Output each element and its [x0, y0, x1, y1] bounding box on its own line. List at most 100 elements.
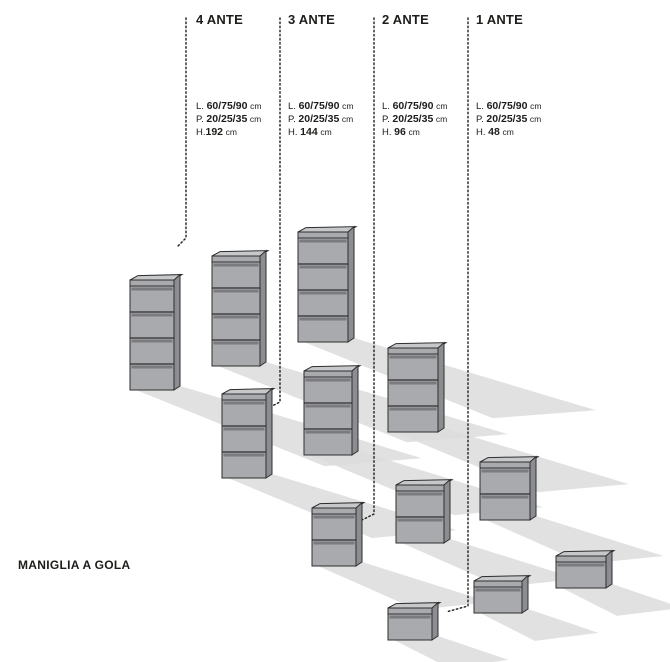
cabinet-1-ante-c-shadow: [562, 584, 670, 616]
cabinet-4-ante-c-shadow: [304, 338, 596, 419]
door-grip-recess: [305, 430, 351, 434]
door-grip-recess: [481, 469, 529, 473]
door-grip-recess: [131, 313, 173, 317]
door-grip-recess: [313, 541, 355, 545]
spec-depth: P. 20/25/35 cm: [196, 113, 262, 125]
door-grip-recess: [305, 378, 351, 382]
cabinet-front: [387, 347, 439, 433]
cabinet-side: [529, 455, 537, 521]
cabinet-3-ante-c: [387, 341, 448, 433]
door-grip-recess: [299, 291, 347, 295]
cabinet-front: [297, 231, 349, 343]
cabinet-side: [173, 273, 181, 391]
spec-1-ante: L. 60/75/90 cm P. 20/25/35 cm H. 48 cm: [476, 100, 541, 139]
door-grip-recess: [313, 515, 355, 519]
cabinet-1-ante-b: [473, 574, 532, 614]
spec-height: H. 144 cm: [288, 126, 332, 138]
cabinet-1-ante-a: [387, 601, 442, 641]
spec-3-ante: L. 60/75/90 cm P. 20/25/35 cm H. 144 cm: [288, 100, 353, 139]
door-grip-recess: [299, 317, 347, 321]
cabinet-top: [473, 575, 532, 582]
column-title-3-ante: 3 ANTE: [288, 12, 335, 27]
door-grip-recess: [397, 492, 443, 496]
door-grip-recess: [223, 427, 265, 431]
spec-width: L. 60/75/90 cm: [196, 100, 262, 112]
cabinet-2-ante-a-shadow: [318, 562, 490, 610]
door-grip-recess: [389, 381, 437, 385]
cabinet-front: [211, 255, 261, 367]
cabinets: [129, 225, 616, 641]
cabinet-2-ante-b-shadow: [402, 539, 578, 587]
cabinet-front: [129, 279, 175, 391]
cabinet-side: [437, 341, 445, 433]
cabinet-side: [347, 225, 355, 343]
cabinet-side: [605, 549, 613, 589]
cabinet-top: [395, 479, 454, 486]
cabinet-side: [259, 249, 267, 367]
door-grip-recess: [131, 339, 173, 343]
cabinet-1-ante-a-shadow: [394, 636, 509, 662]
spec-width: L. 60/75/90 cm: [382, 100, 448, 112]
cabinet-top: [555, 550, 616, 557]
cabinet-side: [443, 478, 451, 544]
leader-4-ante: [177, 17, 187, 247]
cabinet-top: [211, 250, 270, 257]
spec-2-ante: L. 60/75/90 cm P. 20/25/35 cm H. 96 cm: [382, 100, 447, 139]
cabinet-4-ante-b: [211, 249, 270, 367]
door-grip-recess: [481, 495, 529, 499]
cabinet-4-ante-c: [297, 225, 358, 343]
door-grip-recess: [389, 407, 437, 411]
cabinet-front: [221, 393, 267, 479]
cabinet-2-ante-b: [395, 478, 454, 544]
column-title-4-ante: 4 ANTE: [196, 12, 243, 27]
door-grip-recess: [557, 563, 605, 567]
cabinet-2-ante-c-shadow: [486, 516, 664, 564]
cabinet-3-ante-b: [303, 364, 362, 456]
cabinet-2-ante-c: [479, 455, 540, 521]
door-grip-recess: [213, 315, 259, 319]
cabinet-top: [387, 342, 448, 349]
spec-4-ante: L. 60/75/90 cm P. 20/25/35 cm H.192 cm: [196, 100, 261, 139]
cabinet-top: [479, 456, 540, 463]
cabinet-side: [431, 601, 439, 641]
spec-height: H. 96 cm: [382, 126, 420, 138]
door-grip-recess: [223, 401, 265, 405]
door-grip-recess: [389, 355, 437, 359]
cabinet-front: [555, 555, 607, 589]
cabinet-side: [265, 387, 273, 479]
door-grip-recess: [131, 287, 173, 291]
spec-height: H.192 cm: [196, 126, 238, 138]
caption-handle-type: MANIGLIA A GOLA: [18, 558, 131, 572]
leader-3-ante: [267, 17, 281, 409]
door-grip-recess: [299, 265, 347, 269]
cabinet-side: [351, 364, 359, 456]
spec-depth: P. 20/25/35 cm: [476, 113, 542, 125]
cabinet-front: [303, 370, 353, 456]
cabinet-1-ante-c: [555, 549, 616, 589]
spec-depth: P. 20/25/35 cm: [288, 113, 354, 125]
column-title-1-ante: 1 ANTE: [476, 12, 523, 27]
door-grip-recess: [213, 341, 259, 345]
cabinet-4-ante-a: [129, 273, 184, 391]
cabinet-1-ante-b-shadow: [480, 609, 599, 641]
spec-height: H. 48 cm: [476, 126, 514, 138]
cabinet-top: [303, 365, 362, 372]
cabinet-top: [297, 226, 358, 233]
door-grip-recess: [213, 263, 259, 267]
door-grip-recess: [305, 404, 351, 408]
cabinet-side: [355, 501, 363, 567]
spec-width: L. 60/75/90 cm: [476, 100, 542, 112]
cabinet-front: [387, 607, 433, 641]
cabinet-2-ante-a: [311, 501, 366, 567]
leader-2-ante: [361, 17, 375, 521]
spec-width: L. 60/75/90 cm: [288, 100, 354, 112]
door-grip-recess: [299, 239, 347, 243]
door-grip-recess: [131, 365, 173, 369]
leader-1-ante: [445, 17, 469, 613]
spec-depth: P. 20/25/35 cm: [382, 113, 448, 125]
cabinet-front: [473, 580, 523, 614]
door-grip-recess: [389, 615, 431, 619]
door-grip-recess: [213, 289, 259, 293]
